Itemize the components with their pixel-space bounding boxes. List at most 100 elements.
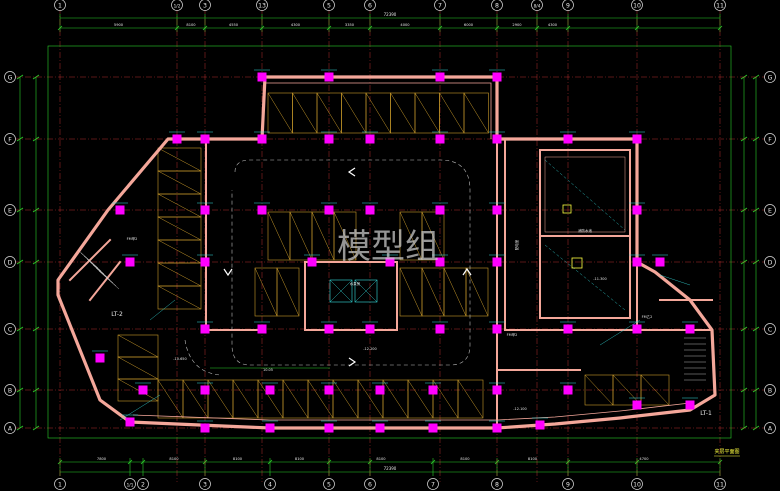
equipment-pad <box>571 257 583 269</box>
structural-column <box>492 72 502 82</box>
dim-text-top-segment: 2900 <box>512 23 522 27</box>
structural-column <box>257 134 267 144</box>
axis-bubble <box>531 0 543 11</box>
structural-column <box>200 385 210 395</box>
structural-column <box>685 400 695 410</box>
structural-column <box>257 205 267 215</box>
parking-stall-diagonal <box>457 379 484 419</box>
driveway-curve <box>231 159 471 366</box>
structural-column <box>435 134 445 144</box>
axis-bubble <box>264 478 276 490</box>
stair-tread <box>89 261 111 281</box>
stair-tread <box>86 258 108 278</box>
watermark-text: 模型组 <box>337 227 439 267</box>
structural-column <box>535 420 545 430</box>
axis-label: C <box>8 326 12 333</box>
structural-column <box>200 257 210 267</box>
axis-bubble <box>434 0 446 11</box>
traffic-direction-arrow <box>462 267 472 276</box>
axis-bubble <box>491 478 503 490</box>
parking-stall-diagonal <box>267 211 291 261</box>
exterior-wall-inner-line <box>132 402 691 421</box>
parking-stall-diagonal <box>612 374 642 406</box>
stair-tread <box>95 267 117 287</box>
axis-bubble <box>631 0 643 11</box>
structural-column <box>257 324 267 334</box>
structural-column <box>257 72 267 82</box>
dim-slash <box>174 25 180 31</box>
parking-stall-diagonal <box>276 267 300 317</box>
axis-label: 10 <box>633 481 641 488</box>
structural-column <box>492 205 502 215</box>
structural-column <box>125 257 135 267</box>
parking-stall <box>640 374 670 406</box>
structural-column <box>265 423 275 433</box>
axis-label: 11 <box>716 2 724 9</box>
axis-label: 1 <box>58 481 62 488</box>
structural-column <box>385 257 395 267</box>
axis-label: 4 <box>268 481 272 488</box>
axis-label: 1/1 <box>127 482 134 487</box>
parking-stall-diagonal <box>465 267 489 317</box>
interior-wall <box>68 238 112 282</box>
parking-stall-diagonal <box>157 147 202 172</box>
axis-bubble <box>4 422 16 434</box>
structural-column <box>492 134 502 144</box>
traffic-direction-arrow <box>347 167 356 177</box>
stair-tread <box>80 252 102 272</box>
inner-dim-frame <box>47 45 732 439</box>
building-outline <box>56 75 717 430</box>
structural-column <box>435 72 445 82</box>
dim-slash <box>367 25 373 31</box>
parking-stall-diagonal <box>414 92 440 134</box>
structural-column <box>172 134 182 144</box>
structural-column <box>563 134 573 144</box>
parking-stall-diagonal <box>157 170 202 195</box>
parking-stall-diagonal <box>157 262 202 287</box>
leader-line <box>119 394 161 421</box>
parking-stall <box>333 211 357 261</box>
parking-stall-diagonal <box>267 92 293 134</box>
structural-column <box>632 257 642 267</box>
parking-stall-diagonal <box>157 193 202 218</box>
interior-wall <box>88 260 122 302</box>
parking-stall <box>465 267 489 317</box>
structural-column <box>265 385 275 395</box>
traffic-direction-arrow <box>223 268 233 277</box>
axis-label: 9 <box>566 2 570 9</box>
axis-label: 8 <box>495 481 499 488</box>
axis-bubble <box>256 0 268 11</box>
dim-text-top-segment: 4300 <box>291 23 301 27</box>
label-fire-door: FM乙2 <box>642 314 653 319</box>
dim-text-bottom-segment: 8100 <box>460 457 470 461</box>
exterior-wall-inner-line <box>265 82 492 139</box>
label-lt1: LT-1 <box>700 410 712 417</box>
structural-column <box>307 257 317 267</box>
dim-slash <box>326 25 332 31</box>
parking-stall-diagonal <box>407 379 434 419</box>
axis-label: 1/2 <box>174 3 181 8</box>
label-elevation: -10.650 <box>173 357 187 361</box>
dim-slash <box>717 25 723 31</box>
label-elevation: -12.200 <box>363 347 377 351</box>
dim-text-top-segment: 8100 <box>186 23 196 27</box>
axis-label: 3 <box>203 2 207 9</box>
parking-stall-diagonal <box>117 378 159 402</box>
axis-label: E <box>768 207 772 214</box>
axis-bubble <box>764 204 776 216</box>
axis-label: C <box>768 326 772 333</box>
structural-column <box>428 385 438 395</box>
structural-column <box>95 353 105 363</box>
parking-stall <box>457 379 484 419</box>
axis-label: G <box>8 74 13 81</box>
structural-column <box>365 324 375 334</box>
axis-label: B <box>8 387 12 394</box>
stair-tread <box>83 255 105 275</box>
parking-stall-diagonal <box>443 267 467 317</box>
parking-stall-diagonal <box>117 356 159 380</box>
dim-text-bottom-segment: 8100 <box>169 457 179 461</box>
parking-stall-diagonal <box>157 216 202 241</box>
structural-column <box>138 385 148 395</box>
axis-bubble <box>764 323 776 335</box>
label-elevation: -11.300 <box>593 277 607 281</box>
